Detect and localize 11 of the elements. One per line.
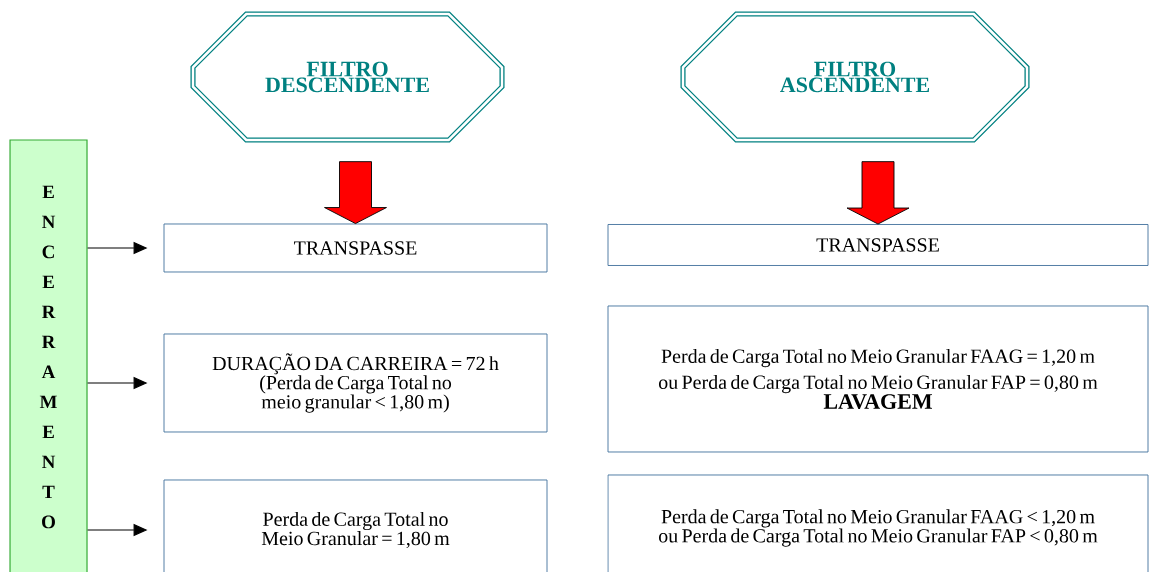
process-box: TRANSPASSE — [607, 224, 1149, 266]
process-box: TRANSPASSE — [163, 223, 548, 273]
octagon-box: FILTRO DESCENDENTE — [190, 11, 505, 143]
block-arrow — [846, 161, 910, 225]
octagon-box: FILTRO ASCENDENTE — [680, 11, 1030, 143]
vertical-label-box: ENCERRAMENTO — [9, 139, 88, 572]
process-box: DURAÇÃO DA CARREIRA = 72 h (Perda de Carga Total no meio granular < 1,80 m) — [163, 333, 548, 433]
process-box: Perda de Carga Total no Meio Granular FAAG = 1,20 m ou Perda de Carga Total no Meio Granular FAP = 0,80 m LAVAGEM — [607, 305, 1149, 453]
process-box: Perda de Carga Total no Meio Granular FAAG < 1,20 m ou Perda de Carga Total no Meio Granular FAP < 0,80 m — [607, 474, 1149, 572]
block-arrow — [324, 161, 387, 224]
process-box: Perda de Carga Total no Meio Granular = 1,80 m — [163, 479, 548, 572]
